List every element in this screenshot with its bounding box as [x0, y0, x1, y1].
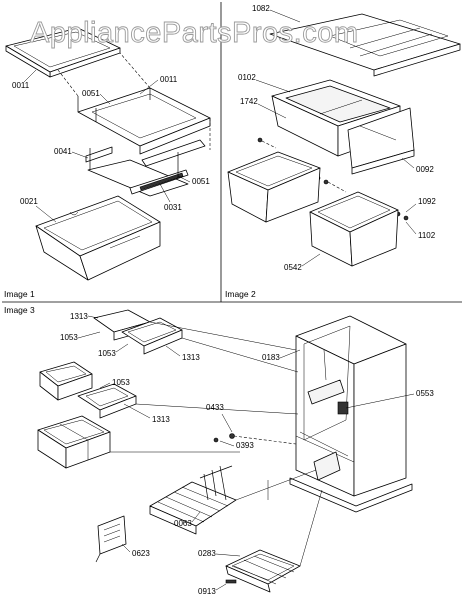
callout-0011-right: 0011 [160, 75, 178, 84]
shelf-frame-assembly [57, 52, 211, 155]
image-2-callouts: 1082 0102 1742 0092 1092 1102 0542 [238, 4, 436, 272]
callout-1053-low: 1053 [112, 378, 130, 387]
rail-0041 [85, 146, 189, 197]
glass-shelf-1082 [269, 13, 461, 77]
divider-0623 [95, 515, 127, 563]
callout-0021: 0021 [20, 197, 38, 206]
image-1-callouts: 0011 0011 0051 0041 0051 0031 0021 [12, 69, 210, 223]
callout-0623: 0623 [132, 549, 150, 558]
callout-1092: 1092 [418, 197, 436, 206]
callout-1313-top: 1313 [70, 312, 88, 321]
crisper-drawer-0021 [35, 195, 161, 281]
image-2-label: Image 2 [225, 289, 256, 299]
callout-1313-low: 1313 [152, 415, 170, 424]
callout-1313-mid: 1313 [182, 353, 200, 362]
image-1-label: Image 1 [4, 289, 35, 299]
basket-0283 [225, 549, 301, 593]
callout-0063: 0063 [174, 519, 192, 528]
callout-0011-left: 0011 [12, 81, 30, 90]
image-3-group: Image 3 [4, 305, 434, 596]
callout-1082: 1082 [252, 4, 270, 13]
callout-0041: 0041 [54, 147, 72, 156]
callout-0051-top: 0051 [82, 89, 100, 98]
screw-0913 [225, 579, 237, 584]
callout-0051-bottom: 0051 [192, 177, 210, 186]
image-2-group: 1082 0102 1742 0092 1092 1102 0542 Image… [225, 4, 461, 299]
image-1-group: 0011 0011 0051 0041 0051 0031 0021 Image… [4, 27, 211, 299]
refrigerator-cabinet [289, 315, 413, 513]
image-3-label: Image 3 [4, 305, 35, 315]
callout-0393: 0393 [236, 441, 254, 450]
callout-0283: 0283 [198, 549, 216, 558]
slide-rail-0031 [129, 139, 206, 195]
wire-basket-0063 [149, 465, 237, 535]
callout-1053-mid: 1053 [98, 349, 116, 358]
image-3-leader-lines [110, 321, 323, 567]
drawer-0542 [309, 191, 399, 267]
callout-0433: 0433 [206, 403, 224, 412]
callout-0542: 0542 [284, 263, 302, 272]
door-bin-pair-top [93, 309, 183, 355]
callout-1053-top: 1053 [60, 333, 78, 342]
callout-1742: 1742 [240, 97, 258, 106]
watermark-text: AppliancePartsPros.com [30, 17, 359, 49]
image-3-callouts: 1313 1053 1053 1313 1053 1313 0183 0553 … [60, 312, 434, 596]
callout-0031: 0031 [164, 203, 182, 212]
door-bin-pair-lower [37, 415, 111, 469]
section-frames [2, 2, 462, 303]
hardware-0433-0393 [213, 433, 297, 445]
door-bin-small [77, 383, 137, 419]
rail-0092 [347, 107, 415, 175]
callout-0553: 0553 [416, 389, 434, 398]
callout-1102: 1102 [418, 231, 436, 240]
callout-0913: 0913 [198, 587, 216, 596]
callout-0102: 0102 [238, 73, 256, 82]
door-bin-middle [39, 361, 93, 401]
glass-shelf-0011 [5, 27, 121, 78]
callout-0183: 0183 [262, 353, 280, 362]
callout-0092: 0092 [416, 165, 434, 174]
drawer-left [227, 151, 321, 223]
